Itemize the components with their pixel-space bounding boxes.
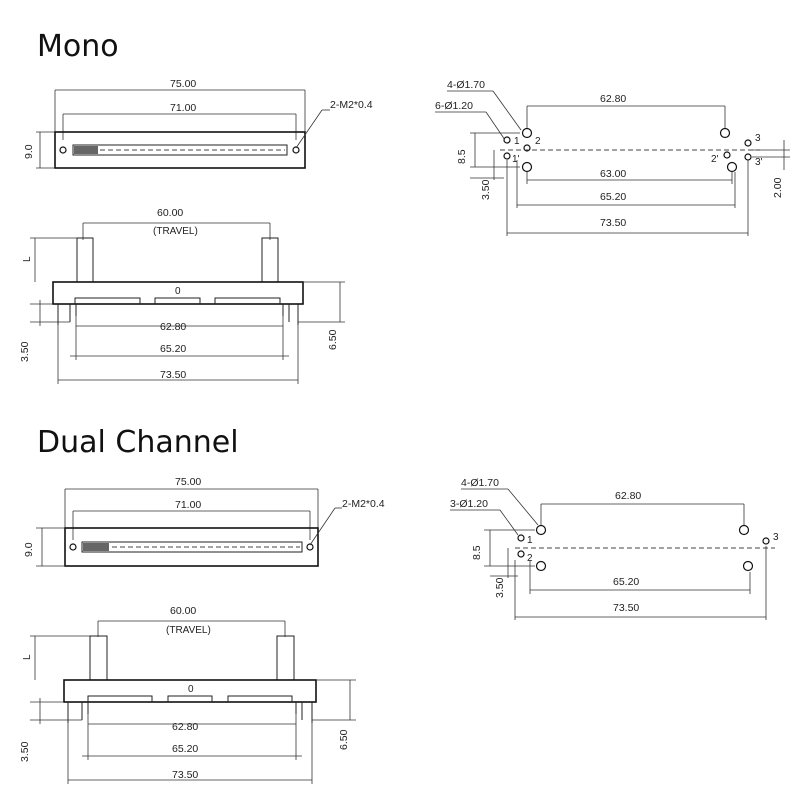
mono-holes-h-left2: 3.50: [480, 179, 492, 200]
dual-front-view: 75.00 71.00 9.0 2-M2*0.4: [23, 476, 385, 567]
dual-pin-3: 3: [773, 532, 779, 543]
mono-pin-2: 2: [535, 136, 541, 147]
mono-side-travel-len: 60.00: [157, 207, 183, 219]
mono-side-right-h: 6.50: [327, 329, 339, 350]
dual-hole-pattern: 4-Ø1.70 3-Ø1.20 62.80 1 2 3 65.20 73.50 …: [450, 477, 779, 620]
mono-pin-3: 3: [755, 133, 761, 144]
mono-front-overall: 75.00: [170, 78, 196, 90]
mono-pin-2p: 2': [711, 154, 719, 165]
mono-side-center: 0: [175, 286, 181, 297]
dual-side-right-h: 6.50: [338, 729, 350, 750]
mono-side-d2: 65.20: [160, 343, 186, 355]
mono-front-view: 75.00 71.00 9.0 2-M2*0.4: [23, 78, 373, 169]
mono-holes-h-right: 2.00: [772, 177, 784, 198]
mono-section: Mono 75.00 71.00 9.0 2-M2*0.4 60.00: [19, 29, 790, 384]
dual-title: Dual Channel: [37, 425, 239, 460]
dual-holes-b1: 65.20: [613, 576, 639, 588]
mono-front-screw: 2-M2*0.4: [330, 99, 373, 111]
mono-front-inner: 71.00: [170, 102, 196, 114]
dual-side-travel-label: (TRAVEL): [166, 625, 211, 636]
dual-front-overall: 75.00: [175, 476, 201, 488]
dual-pin-2: 2: [527, 553, 533, 564]
dual-side-len-mark: L: [22, 654, 33, 660]
mono-side-view: 60.00 (TRAVEL) L 0 62.80 65.20 73.50 3.5…: [19, 207, 345, 384]
dual-front-screw: 2-M2*0.4: [342, 498, 385, 510]
dual-side-d3: 73.50: [172, 769, 198, 781]
dual-holes-big: 4-Ø1.70: [461, 477, 499, 489]
mono-title: Mono: [37, 29, 119, 64]
mono-side-d1: 62.80: [160, 321, 186, 333]
dual-side-left-h: 3.50: [19, 741, 31, 762]
dual-side-travel-len: 60.00: [170, 605, 196, 617]
mono-side-travel-label: (TRAVEL): [153, 226, 198, 237]
dual-section: Dual Channel 75.00 71.00 9.0 2-M2*0.4 60…: [19, 425, 779, 784]
mono-holes-top: 62.80: [600, 93, 626, 105]
dual-holes-b2: 73.50: [613, 602, 639, 614]
dual-side-d1: 62.80: [172, 721, 198, 733]
mono-holes-small: 6-Ø1.20: [435, 100, 473, 112]
mono-holes-big: 4-Ø1.70: [447, 79, 485, 91]
mono-pin-1p: 1': [512, 154, 520, 165]
dual-holes-h-left: 8.5: [471, 545, 483, 560]
dual-holes-small: 3-Ø1.20: [450, 498, 488, 510]
mono-side-d3: 73.50: [160, 369, 186, 381]
dual-front-inner: 71.00: [175, 499, 201, 511]
dual-side-view: 60.00 (TRAVEL) L 0 62.80 65.20 73.50 3.5…: [19, 605, 356, 784]
mono-side-len-mark: L: [22, 256, 33, 262]
dual-front-height: 9.0: [23, 542, 35, 557]
dual-holes-h-left2: 3.50: [494, 577, 506, 598]
mono-holes-h-left: 8.5: [456, 149, 468, 164]
mono-pin-3p: 3': [755, 157, 763, 168]
mono-pin-1: 1: [514, 136, 520, 147]
mono-front-height: 9.0: [23, 144, 35, 159]
mono-holes-mid: 63.00: [600, 168, 626, 180]
mono-side-left-h: 3.50: [19, 341, 31, 362]
mono-holes-b2: 73.50: [600, 217, 626, 229]
dual-side-center: 0: [188, 684, 194, 695]
mono-hole-pattern: 4-Ø1.70 6-Ø1.20 62.80 1 2 1' 2' 3 3' 63.…: [435, 79, 790, 236]
dual-pin-1: 1: [527, 535, 533, 546]
dual-holes-top: 62.80: [615, 490, 641, 502]
mono-holes-b1: 65.20: [600, 191, 626, 203]
dual-side-d2: 65.20: [172, 743, 198, 755]
